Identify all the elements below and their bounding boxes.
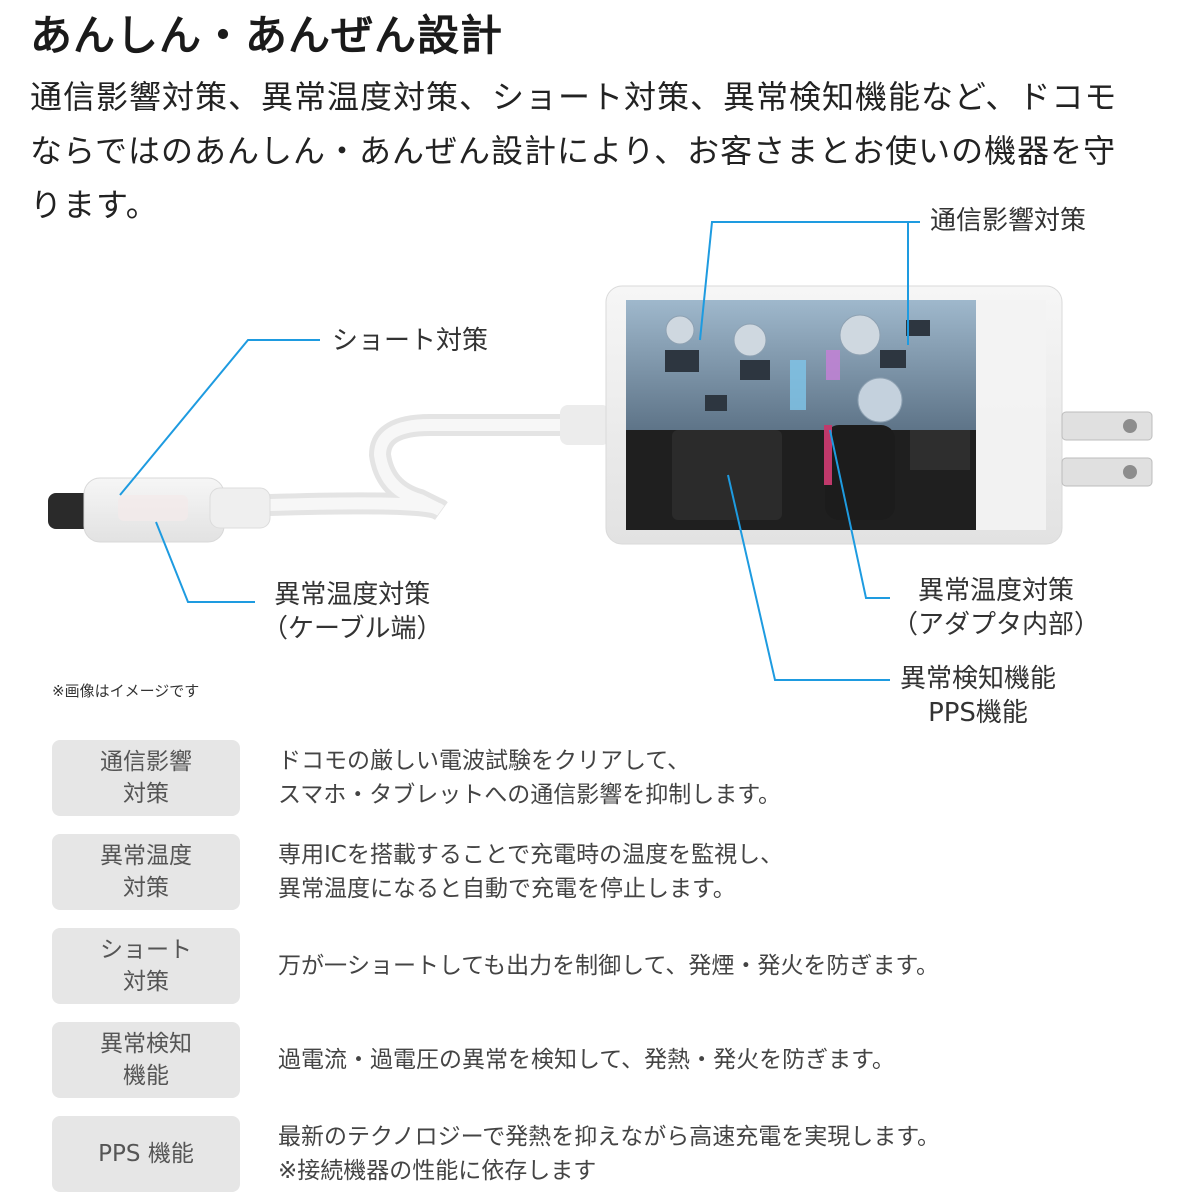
feature-badge: 通信影響 対策 xyxy=(52,740,240,816)
feature-description: 専用ICを搭載することで充電時の温度を監視し、 異常温度になると自動で充電を停止… xyxy=(278,842,784,902)
intro-line: 通信影響対策、異常温度対策、ショート対策、異常検知機能など、ドコモ xyxy=(30,78,1118,116)
feature-row: ショート 対策 万が一ショートしても出力を制御して、発煙・発火を防ぎます。 xyxy=(52,928,1172,1006)
callout-detect: 異常検知機能 PPS機能 xyxy=(900,664,1057,728)
feature-row: PPS 機能 最新のテクノロジーで発熱を抑えながら高速充電を実現します。 ※接続… xyxy=(52,1116,1172,1194)
intro-line: ならではのあんしん・あんぜん設計により、お客さまとお使いの機器を守 xyxy=(30,132,1117,170)
feature-badge: 異常温度 対策 xyxy=(52,834,240,910)
callout-signal: 通信影響対策 xyxy=(930,206,1087,236)
feature-row: 通信影響 対策 ドコモの厳しい電波試験をクリアして、 スマホ・タブレットへの通信… xyxy=(52,740,1172,818)
feature-description: 最新のテクノロジーで発熱を抑えながら高速充電を実現します。 ※接続機器の性能に依… xyxy=(278,1124,940,1184)
feature-description: ドコモの厳しい電波試験をクリアして、 スマホ・タブレットへの通信影響を抑制します… xyxy=(278,748,782,808)
feature-description: 過電流・過電圧の異常を検知して、発熱・発火を防ぎます。 xyxy=(278,1047,895,1073)
image-note: ※画像はイメージです xyxy=(52,682,200,700)
feature-badge: 異常検知 機能 xyxy=(52,1022,240,1098)
callout-temp-adapter: 異常温度対策 （アダプタ内部） xyxy=(892,576,1101,640)
callout-lines xyxy=(119,221,920,681)
intro-text: 通信影響対策、異常温度対策、ショート対策、異常検知機能など、ドコモ ならではのあ… xyxy=(30,70,1170,232)
feature-row: 異常検知 機能 過電流・過電圧の異常を検知して、発熱・発火を防ぎます。 xyxy=(52,1022,1172,1100)
feature-badge: ショート 対策 xyxy=(52,928,240,1004)
callout-short: ショート対策 xyxy=(332,326,489,356)
charger-illustration xyxy=(48,221,1153,681)
intro-line: ります。 xyxy=(30,186,159,224)
page-title: あんしん・あんぜん設計 xyxy=(30,11,504,60)
callout-temp-cable: 異常温度対策 （ケーブル端） xyxy=(262,580,443,644)
feature-description: 万が一ショートしても出力を制御して、発煙・発火を防ぎます。 xyxy=(278,953,940,979)
usb-c-connector xyxy=(48,477,271,543)
adapter-body xyxy=(560,285,1153,545)
feature-row: 異常温度 対策 専用ICを搭載することで充電時の温度を監視し、 異常温度になると… xyxy=(52,834,1172,912)
feature-badge: PPS 機能 xyxy=(52,1116,240,1192)
usb-cable xyxy=(259,414,571,520)
